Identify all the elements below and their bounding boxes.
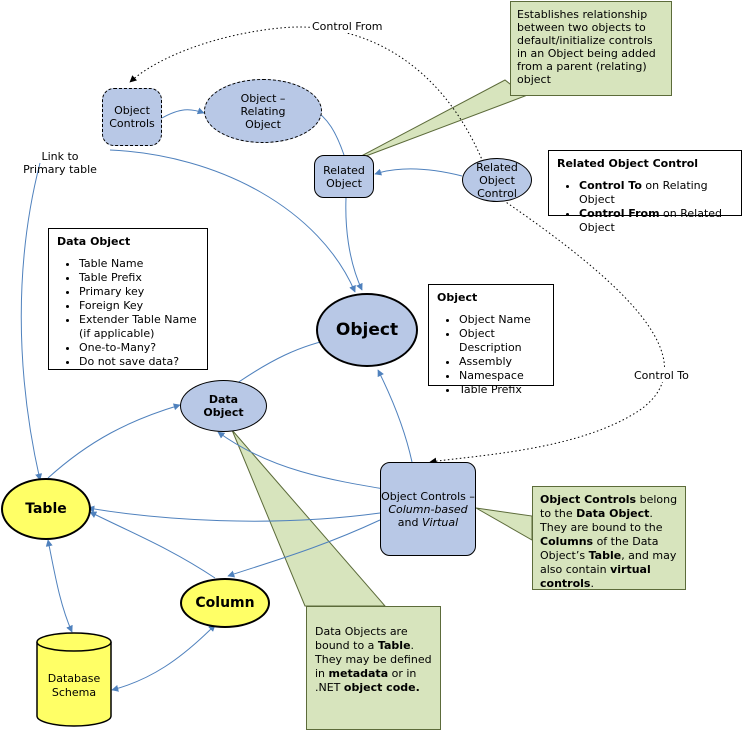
connector-controls-to-column: [227, 519, 381, 578]
related-object-node-label: Related Object: [323, 163, 365, 190]
object-controls-cv-line3: and: [397, 515, 419, 529]
list-item: Control From on Related Object: [579, 207, 733, 235]
control-to-label: Control To: [634, 369, 689, 382]
object-box-title: Object: [437, 291, 478, 304]
relationship-note: Establishes relationship between two obj…: [510, 1, 672, 96]
ocn-p7: Table: [588, 549, 622, 562]
connector-control-to: [429, 197, 665, 465]
list-item: Table Prefix: [79, 271, 199, 285]
database-schema-node[interactable]: Database Schema: [36, 632, 112, 727]
ocn-p6: of the Data Object’s: [540, 535, 659, 562]
list-item: Extender Table Name (if applicable): [79, 313, 199, 341]
object-node[interactable]: Object: [316, 293, 418, 367]
list-item: Assembly: [459, 355, 545, 369]
don-p6: object code.: [343, 681, 420, 694]
connector-control-from: [129, 26, 484, 163]
connector-primary-to-object: [109, 149, 356, 293]
list-item: Do not save data?: [79, 355, 199, 369]
object-controls-node[interactable]: Object Controls: [102, 88, 162, 146]
database-schema-node-label: Database Schema: [47, 672, 101, 699]
relating-object-node-label: Object – Relating Object: [240, 91, 286, 131]
rocb-item1-rest: on Related Object: [579, 207, 723, 234]
ocn-p8: , and may also contain: [540, 549, 677, 576]
column-node-label: Column: [195, 594, 255, 611]
related-object-control-node-label: Related Object Control: [476, 160, 518, 200]
list-item: Primary key: [79, 285, 199, 299]
related-object-control-box: Related Object Control Control To on Rel…: [548, 150, 742, 234]
relationship-note-text: Establishes relationship between two obj…: [517, 8, 656, 86]
column-node[interactable]: Column: [180, 578, 270, 628]
ocn-p2: belong to the: [540, 493, 678, 520]
list-item: Namespace: [459, 369, 545, 383]
list-item: One-to-Many?: [79, 341, 199, 355]
list-item: Foreign Key: [79, 299, 199, 313]
don-p3: . They may be defined in: [315, 639, 432, 680]
data-object-node[interactable]: Data Object: [180, 380, 267, 432]
object-controls-cv-line1: Object Controls –: [381, 489, 475, 503]
list-item: Table Name: [79, 257, 199, 271]
relating-object-node[interactable]: Object – Relating Object: [204, 79, 322, 143]
table-node[interactable]: Table: [1, 478, 91, 540]
connector-link-to-primary: [20, 162, 43, 481]
rocb-item0-bold: Control To: [579, 179, 642, 192]
relationship-callout-pointer: [349, 79, 526, 163]
connector-controls-to-object: [377, 369, 413, 463]
database-cylinder-icon: [36, 632, 112, 727]
ocn-p5: Columns: [540, 535, 594, 548]
object-box-list: Object Name Object Description Assembly …: [437, 313, 545, 397]
data-object-node-label: Data Object: [203, 393, 244, 419]
connector-column-to-table: [89, 511, 216, 579]
data-object-box-title: Data Object: [57, 235, 131, 248]
object-node-label: Object: [335, 319, 399, 340]
connector-controls-to-table: [87, 505, 381, 522]
related-object-control-box-list: Control To on Relating Object Control Fr…: [557, 179, 733, 235]
object-box: Object Object Name Object Description As…: [428, 284, 554, 396]
object-controls-cv-node[interactable]: Object Controls – Column-based and Virtu…: [380, 462, 476, 556]
connector-relctrl-to-related: [374, 168, 463, 177]
table-node-label: Table: [25, 500, 67, 517]
connector-related-to-object: [345, 197, 363, 291]
related-object-control-node[interactable]: Related Object Control: [462, 158, 532, 202]
don-p5: or in .NET: [315, 667, 417, 694]
control-from-label: Control From: [312, 20, 383, 33]
data-object-box-list: Table Name Table Prefix Primary key Fore…: [57, 257, 199, 369]
link-to-primary-label: Link to Primary table: [23, 150, 97, 176]
connector-table-schema: [45, 539, 73, 633]
object-controls-callout-pointer: [475, 507, 533, 541]
related-object-node[interactable]: Related Object: [314, 155, 374, 198]
data-object-box: Data Object Table Name Table Prefix Prim…: [48, 228, 208, 370]
rocb-item1-bold: Control From: [579, 207, 660, 220]
connector-table-to-dataobject: [47, 403, 181, 479]
don-p2: Table: [377, 639, 411, 652]
data-objects-callout-pointer: [231, 429, 387, 607]
list-item: Object Name: [459, 313, 545, 327]
related-object-control-box-title: Related Object Control: [557, 157, 699, 170]
list-item: Object Description: [459, 327, 545, 355]
object-controls-cv-line4: Virtual: [422, 515, 459, 529]
ocn-p1: Object Controls: [540, 493, 637, 506]
list-item: Control To on Relating Object: [579, 179, 733, 207]
connector-controls-to-relating: [161, 107, 205, 119]
ocn-p10: .: [590, 577, 594, 590]
don-p4: metadata: [328, 667, 389, 680]
rocb-item0-rest: on Relating Object: [579, 179, 708, 206]
object-controls-cv-line2: Column-based: [388, 502, 468, 516]
object-controls-node-label: Object Controls: [109, 104, 155, 130]
list-item: Table Prefix: [459, 383, 545, 397]
ocn-p9: virtual controls: [540, 563, 651, 590]
ocn-p4: . They are bound to the: [540, 507, 663, 534]
connector-column-schema: [111, 624, 216, 692]
object-controls-note: Object Controls belong to the Data Objec…: [532, 486, 686, 590]
connector-controls-to-dataobject: [217, 431, 391, 491]
don-p1: Data Objects are bound to a: [315, 625, 408, 652]
data-objects-note: Data Objects are bound to a Table. They …: [306, 606, 441, 730]
ocn-p3: Data Object: [576, 507, 650, 520]
